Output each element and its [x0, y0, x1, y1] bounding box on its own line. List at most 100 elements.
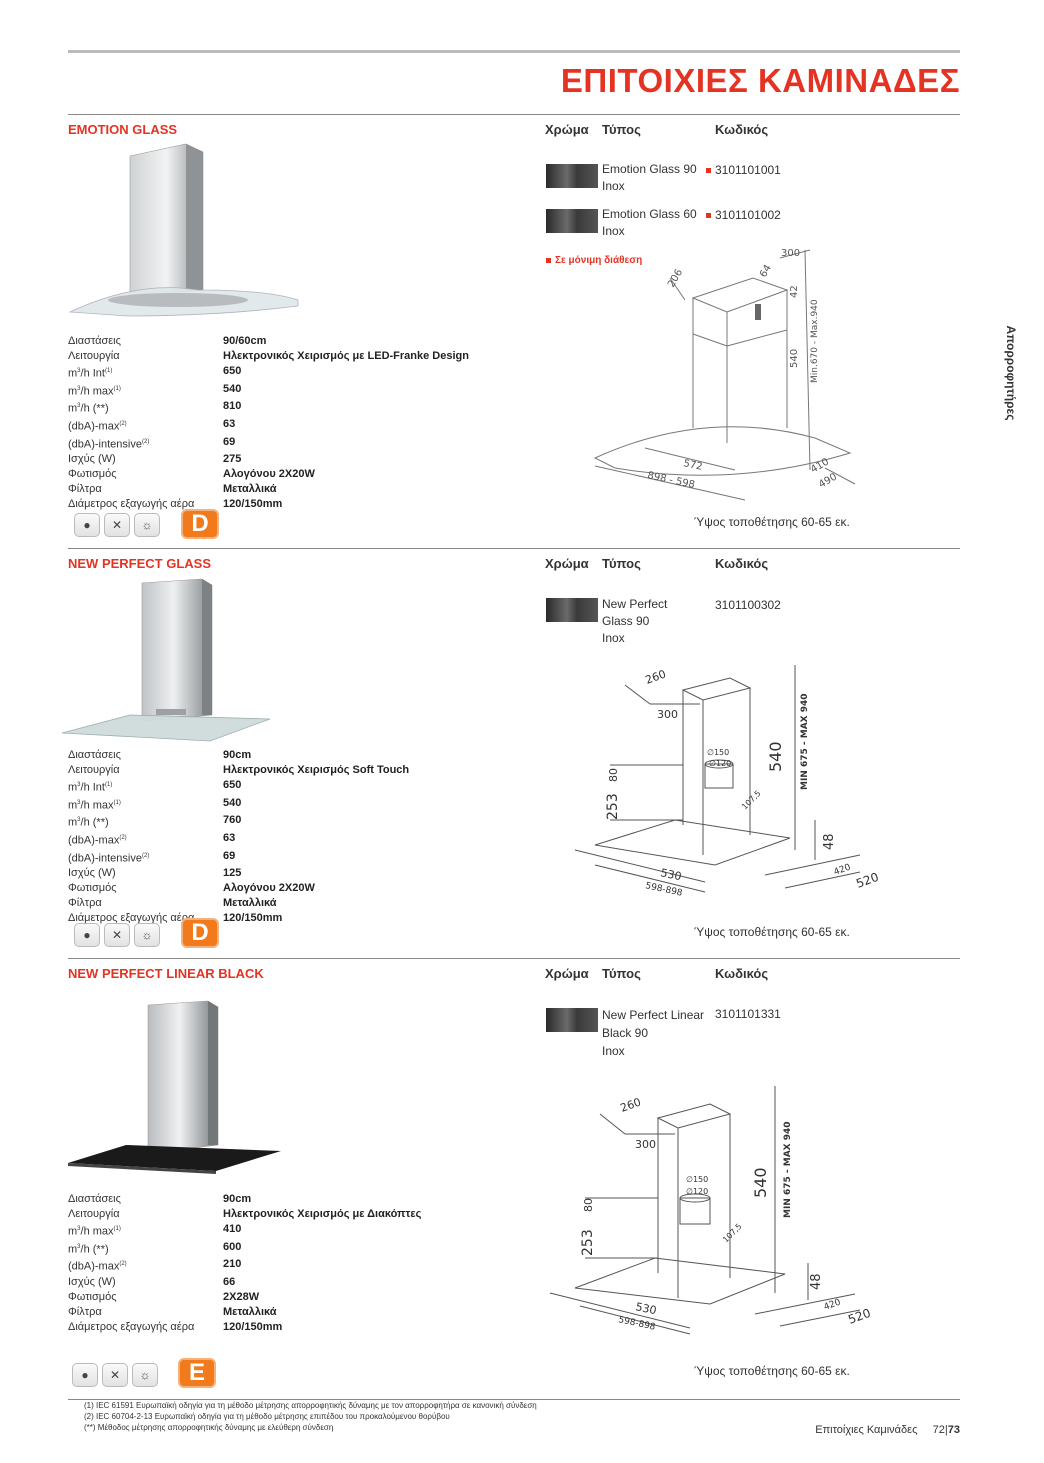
spec-row: (dbA)-intensive(2)69 [68, 849, 236, 865]
dim-label: 42 [789, 285, 800, 298]
dim-label: 540 [751, 1167, 770, 1198]
dim-label: 530 [659, 866, 682, 883]
variant-type: New Perfect Glass 90 Inox [602, 596, 667, 647]
variant-type-line: Glass 90 [602, 614, 650, 628]
dim-label: 300 [657, 708, 678, 721]
variant-type-line: Emotion Glass 90 [602, 162, 697, 176]
light-icon: ☼ [134, 923, 160, 947]
availability-marker [706, 168, 711, 174]
dimension-drawing-new-perfect-glass: 260 300 540 MIN 675 - MAX 940 80 253 ∅15… [574, 665, 881, 899]
dim-label: 572 [682, 458, 703, 473]
page-title: ΕΠΙΤΟΙΧΙΕΣ ΚΑΜΙΝΑΔΕΣ [560, 62, 960, 99]
variant-type-line: Black 90 [602, 1026, 649, 1040]
variant-type: Emotion Glass 60 Inox [602, 206, 697, 240]
spec-row: m3/h Int(1)650 [68, 365, 242, 380]
spec-row: m3/h max(1)410 [68, 1223, 242, 1238]
dim-label: 253 [580, 1229, 596, 1256]
section-divider [68, 958, 960, 959]
color-swatch-inox [546, 598, 598, 622]
spec-row: m3/h max(1)540 [68, 796, 242, 812]
dim-label: 107,5 [721, 1222, 744, 1245]
dim-label: 530 [634, 1300, 657, 1317]
light-icon: ☼ [134, 513, 160, 537]
variant-type-line: New Perfect [602, 597, 668, 611]
spec-row: m3/h max(1)540 [68, 382, 242, 398]
dim-label: 300 [781, 248, 800, 259]
feature-icons: ●✕☼ [74, 923, 160, 947]
filter-icon: ✕ [102, 1363, 128, 1387]
energy-class-badge: D [181, 918, 219, 948]
spec-row: m3/h (**)810 [68, 400, 242, 415]
spec-row: (dbA)-max(2)210 [68, 1258, 242, 1273]
spec-row: (dbA)-intensive(2)69 [68, 435, 236, 451]
spec-row: Ισχύς (W)66 [68, 1275, 236, 1288]
color-swatch-inox [546, 1008, 598, 1032]
spec-row: m3/h (**)760 [68, 814, 242, 829]
side-tab: Απορροφητήρες [996, 318, 1026, 428]
filter-icon: ✕ [104, 513, 130, 537]
variant-type-line: Inox [602, 631, 625, 645]
dim-label: ∅150 [707, 748, 729, 757]
dim-label: 48 [809, 1273, 824, 1290]
footnote: (2) IEC 60704-2-13 Ευρωπαϊκή οδηγία για … [84, 1412, 450, 1421]
spec-row: Ισχύς (W)125 [68, 867, 242, 880]
side-tab-label: Απορροφητήρες [1004, 325, 1018, 421]
mount-height: Ύψος τοποθέτησης 60-65 εκ. [694, 515, 850, 529]
variant-code: 3101101002 [706, 208, 781, 222]
variant-type-line: New Perfect Linear [602, 1008, 705, 1022]
fan-icon: ● [74, 513, 100, 537]
dim-label: ∅150 [686, 1175, 708, 1184]
dim-label: 206 [666, 267, 685, 289]
dim-label: 520 [854, 870, 880, 891]
hood-image-new-perfect-glass [61, 578, 271, 742]
mount-height: Ύψος τοποθέτησης 60-65 εκ. [694, 1364, 850, 1378]
dim-label: 300 [635, 1138, 656, 1151]
product-title: NEW PERFECT GLASS [68, 556, 212, 571]
variant-type-line: Inox [602, 179, 625, 193]
dim-label: 64 [758, 263, 774, 280]
light-icon: ☼ [132, 1363, 158, 1387]
dim-label: MIN 675 - MAX 940 [800, 693, 810, 790]
availability-note: Σε μόνιμη διάθεση [546, 255, 642, 266]
filter-icon: ✕ [104, 923, 130, 947]
dim-label: 80 [582, 1198, 595, 1212]
hood-image-new-perfect-linear-black [68, 1000, 281, 1174]
product-title: NEW PERFECT LINEAR BLACK [68, 966, 264, 981]
col-type: Τύπος [602, 556, 641, 571]
col-color: Χρώμα [545, 966, 589, 981]
variant-code: 3101101001 [706, 163, 781, 177]
feature-icons: ●✕☼ [72, 1363, 158, 1387]
col-code: Κωδικός [715, 556, 769, 571]
dim-label: 520 [846, 1306, 872, 1327]
availability-marker [706, 213, 711, 219]
variant-type-line: Inox [602, 224, 625, 238]
color-swatch-inox [546, 164, 598, 188]
spec-row: m3/h (**)600 [68, 1240, 242, 1256]
fan-icon: ● [72, 1363, 98, 1387]
spec-row: (dbA)-max(2)63 [68, 831, 236, 847]
fan-icon: ● [74, 923, 100, 947]
dim-label: 598-898 [644, 881, 683, 899]
variant-type: Emotion Glass 90 Inox [602, 161, 697, 195]
dim-label: 260 [619, 1095, 643, 1114]
dim-label: 260 [644, 667, 668, 686]
dim-label: Min.670 - Max.940 [810, 299, 820, 383]
product-title: EMOTION GLASS [68, 122, 178, 137]
dim-label: 107,5 [740, 789, 763, 812]
dim-label: 48 [822, 833, 837, 850]
footer-section: Επιτοίχιες Καμινάδες [815, 1424, 918, 1436]
variant-code: 3101100302 [715, 598, 781, 612]
variant-code: 3101101331 [715, 1007, 781, 1021]
energy-class-badge: D [181, 509, 219, 539]
current-page: 73 [947, 1424, 960, 1436]
